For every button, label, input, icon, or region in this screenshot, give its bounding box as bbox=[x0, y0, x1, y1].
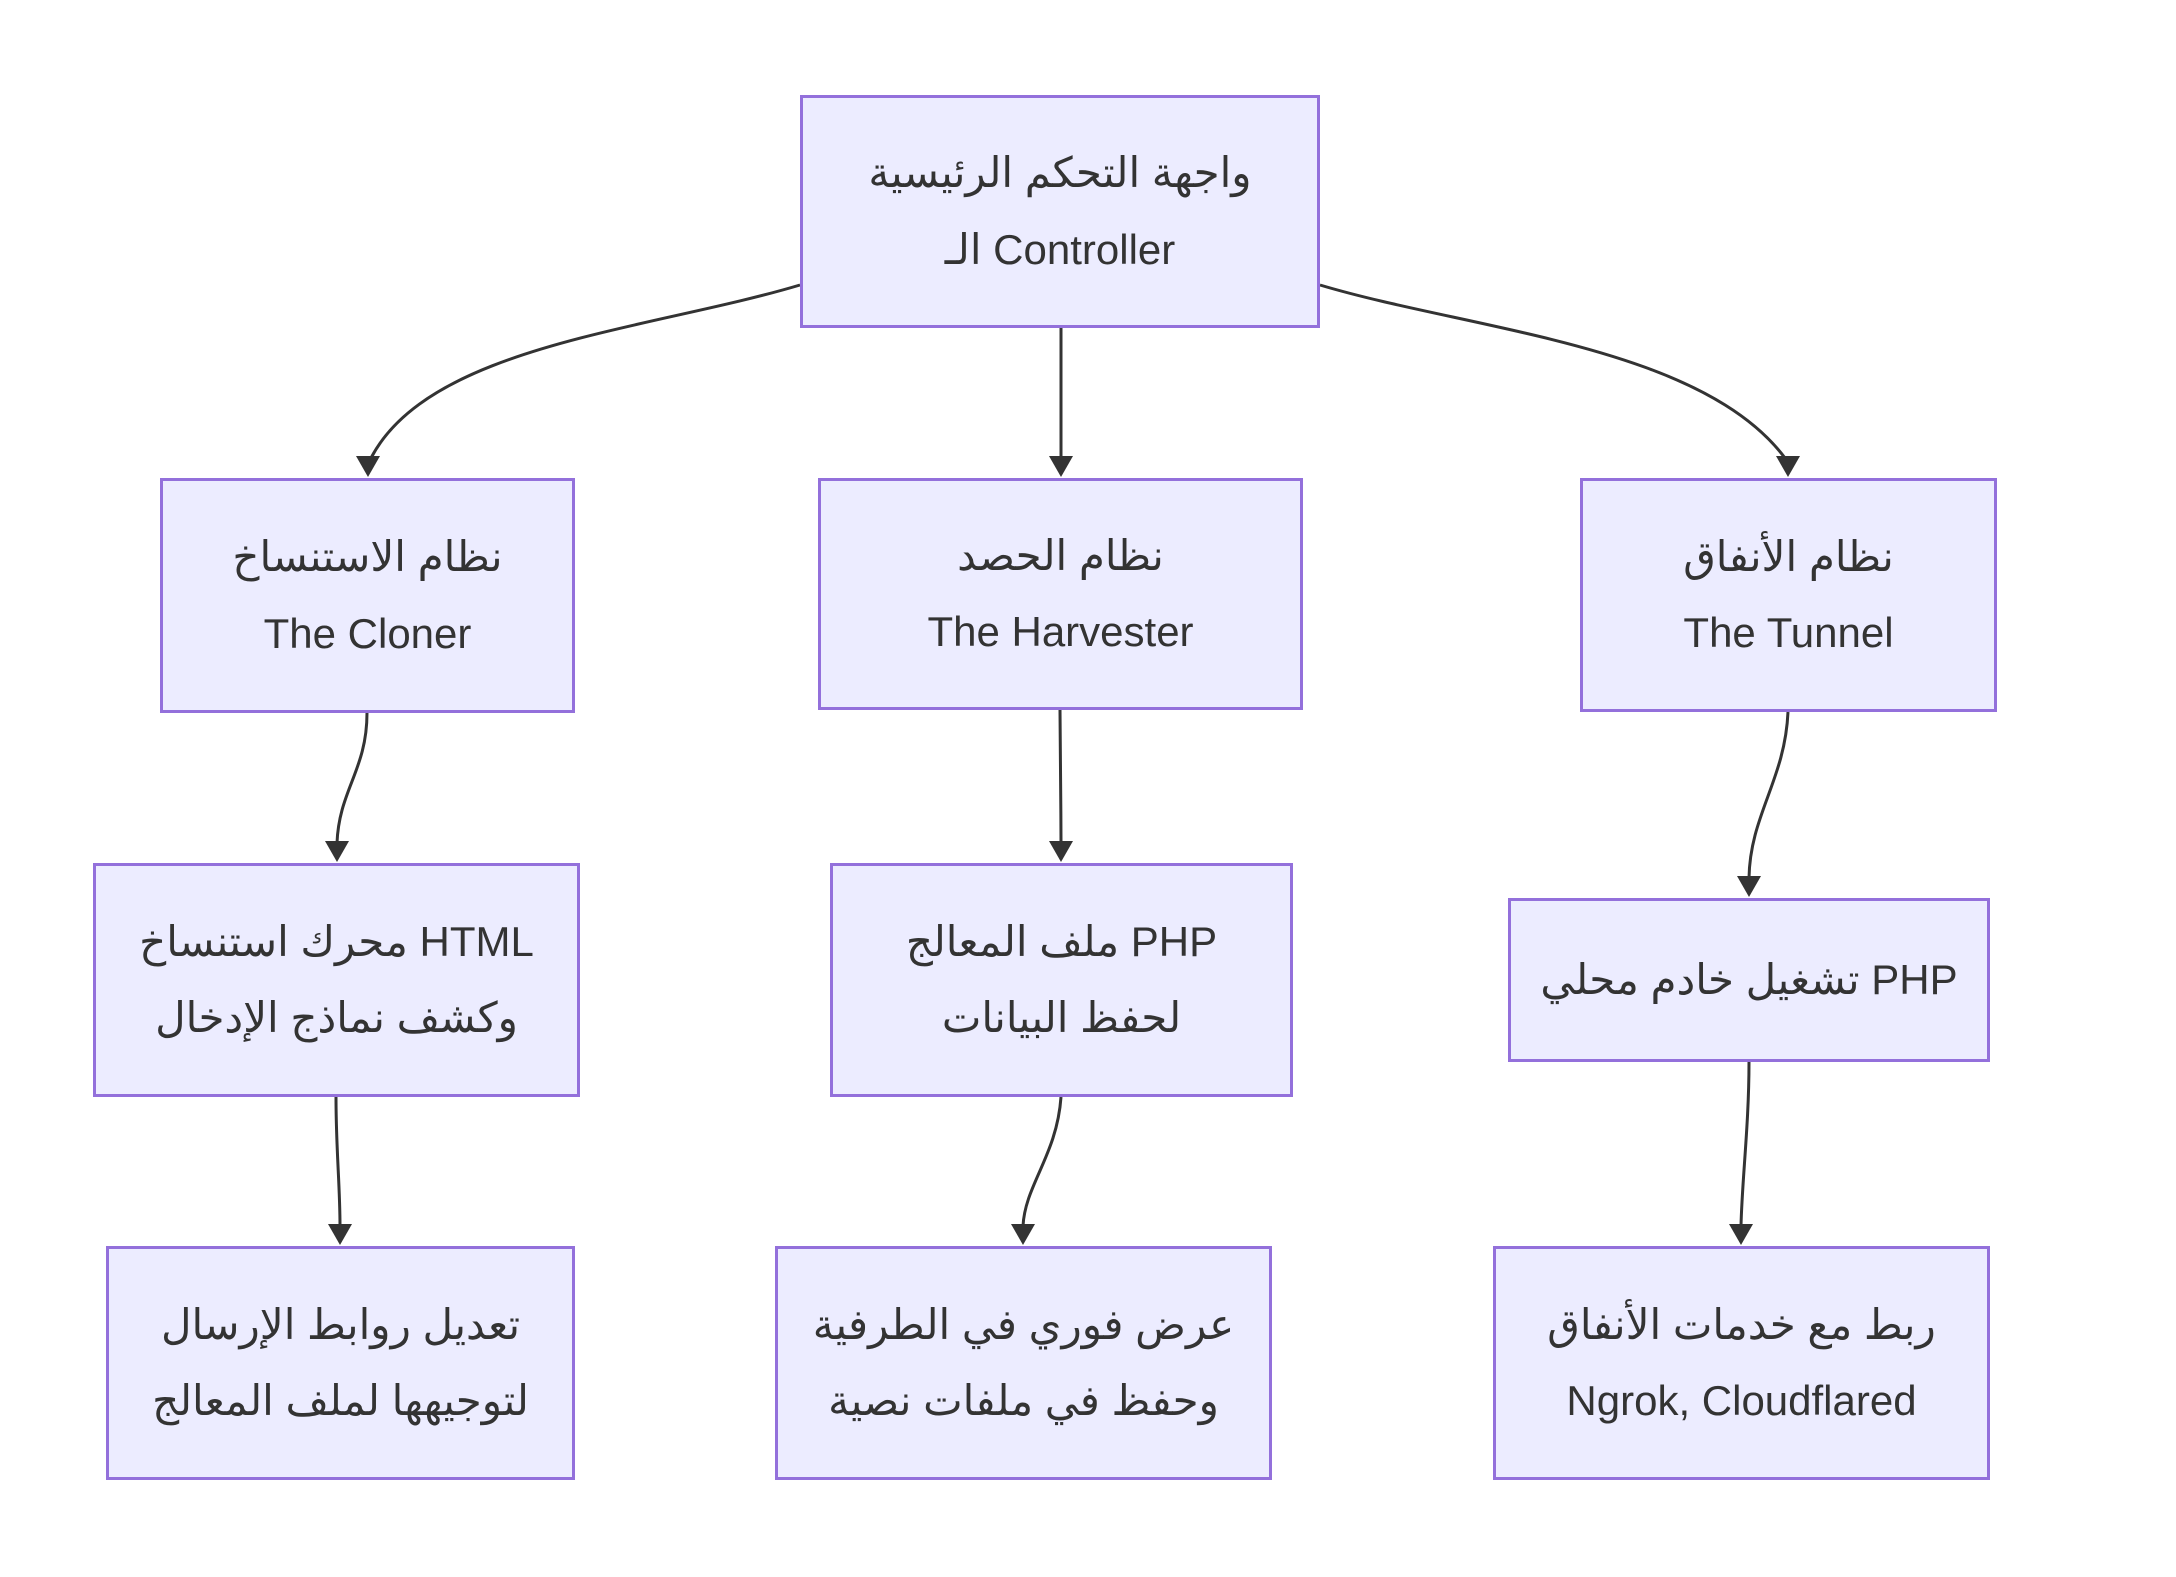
edge-tunnel-to-php-server bbox=[1747, 711, 1790, 879]
node-modify-links-line-2: لتوجيهها لملف المعالج bbox=[152, 1377, 529, 1424]
edge-cloner-engine-to-modify-links bbox=[334, 1096, 342, 1227]
edge-php-server-to-tunnel-services bbox=[1739, 1061, 1751, 1227]
node-modify-links-line-1: تعديل روابط الإرسال bbox=[160, 1300, 521, 1348]
arrowhead-cloner bbox=[356, 456, 380, 477]
node-php-server-line-1: تشغيل خادم محلي PHP bbox=[1540, 955, 1958, 1003]
arrowhead-cloner-engine bbox=[325, 841, 349, 862]
edge-php-handler-to-terminal-save bbox=[1021, 1096, 1063, 1227]
node-cloner-line-2: The Cloner bbox=[263, 609, 472, 657]
node-tunnel-line-1: نظام الأنفاق bbox=[1683, 532, 1894, 580]
node-controller-line-1: واجهة التحكم الرئيسية bbox=[868, 149, 1252, 197]
node-php-server: تشغيل خادم محلي PHP bbox=[1508, 898, 1990, 1062]
node-cloner-line-1: نظام الاستنساخ bbox=[232, 533, 503, 581]
edge-harvester-to-php-handler bbox=[1058, 709, 1063, 844]
arrowhead-tunnel-services bbox=[1729, 1224, 1753, 1245]
node-tunnel-services: ربط مع خدمات الأنفاق Ngrok, Cloudflared bbox=[1493, 1246, 1990, 1480]
node-tunnel-line-2: The Tunnel bbox=[1683, 609, 1894, 656]
arrowhead-harvester bbox=[1049, 456, 1073, 477]
arrowhead-php-server bbox=[1737, 876, 1761, 897]
edge-controller-to-tunnel bbox=[1319, 283, 1787, 459]
arrowhead-terminal-save bbox=[1011, 1224, 1035, 1245]
node-cloner: نظام الاستنساخ The Cloner bbox=[160, 478, 575, 713]
edge-cloner-to-cloner-engine bbox=[335, 712, 369, 844]
node-cloner-engine: محرك استنساخ HTML وكشف نماذج الإدخال bbox=[93, 863, 580, 1097]
node-harvester-line-2: The Harvester bbox=[927, 608, 1194, 655]
node-cloner-engine-line-2: وكشف نماذج الإدخال bbox=[155, 994, 518, 1041]
node-terminal-save-line-1: عرض فوري في الطرفية bbox=[812, 1300, 1235, 1348]
node-php-handler: ملف المعالج PHP لحفظ البيانات bbox=[830, 863, 1293, 1097]
node-cloner-engine-line-1: محرك استنساخ HTML bbox=[139, 917, 534, 965]
node-tunnel: نظام الأنفاق The Tunnel bbox=[1580, 478, 1997, 712]
node-harvester-line-1: نظام الحصد bbox=[957, 531, 1164, 579]
node-php-handler-line-1: ملف المعالج PHP bbox=[905, 917, 1218, 965]
edge-controller-to-cloner bbox=[369, 283, 801, 459]
node-controller-line-2: الـ Controller bbox=[944, 225, 1176, 273]
node-terminal-save-line-2: وحفظ في ملفات نصية bbox=[828, 1377, 1219, 1424]
arrowhead-modify-links bbox=[328, 1224, 352, 1245]
arrowhead-tunnel bbox=[1776, 456, 1800, 477]
node-tunnel-services-line-1: ربط مع خدمات الأنفاق bbox=[1547, 1300, 1936, 1348]
node-php-handler-line-2: لحفظ البيانات bbox=[941, 994, 1182, 1041]
node-modify-links: تعديل روابط الإرسال لتوجيهها لملف المعال… bbox=[106, 1246, 575, 1480]
node-terminal-save: عرض فوري في الطرفية وحفظ في ملفات نصية bbox=[775, 1246, 1272, 1480]
node-tunnel-services-line-2: Ngrok, Cloudflared bbox=[1566, 1377, 1917, 1424]
node-controller: واجهة التحكم الرئيسية الـ Controller bbox=[800, 95, 1320, 328]
arrowhead-php-handler bbox=[1049, 841, 1073, 862]
node-harvester: نظام الحصد The Harvester bbox=[818, 478, 1303, 710]
